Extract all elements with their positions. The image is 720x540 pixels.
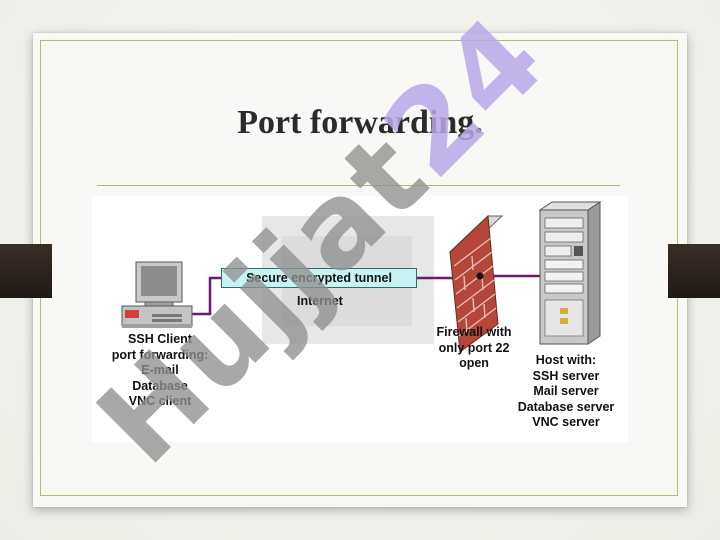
client-link-line — [192, 276, 221, 316]
host-label-line: Mail server — [533, 384, 599, 398]
host-label-line: SSH server — [532, 368, 600, 383]
firewall-label-line: only port 22 — [438, 340, 510, 355]
client-label: SSH Client port forwarding: E-mail Datab… — [100, 332, 220, 410]
client-label-line: port forwarding: — [111, 347, 209, 362]
slide-title: Port forwarding. — [237, 104, 483, 141]
client-label-line: SSH Client — [128, 332, 192, 346]
host-label-line: Host with: — [535, 353, 597, 367]
host-label-line: Database server — [517, 399, 615, 414]
network-diagram: Secure encrypted tunnel Internet SSH Cli… — [92, 196, 628, 442]
internet-label: Internet — [297, 294, 343, 308]
client-label-line: Database — [132, 378, 188, 393]
client-computer-icon — [121, 261, 193, 328]
client-label-line: VNC client — [128, 394, 192, 408]
title-divider — [97, 185, 620, 186]
binder-clip-right — [668, 244, 720, 298]
firewall-label-line: open — [459, 356, 489, 370]
host-server-icon — [538, 201, 602, 345]
firewall-label-line: Firewall with — [436, 325, 512, 339]
host-label-line: VNC server — [532, 415, 600, 429]
binder-clip-left — [0, 244, 52, 298]
secure-tunnel: Secure encrypted tunnel — [221, 268, 417, 288]
firewall-label: Firewall with only port 22 open — [410, 325, 538, 372]
firewall-icon — [448, 214, 504, 353]
host-label: Host with: SSH server Mail server Databa… — [504, 353, 628, 431]
client-label-line: E-mail — [141, 363, 179, 377]
